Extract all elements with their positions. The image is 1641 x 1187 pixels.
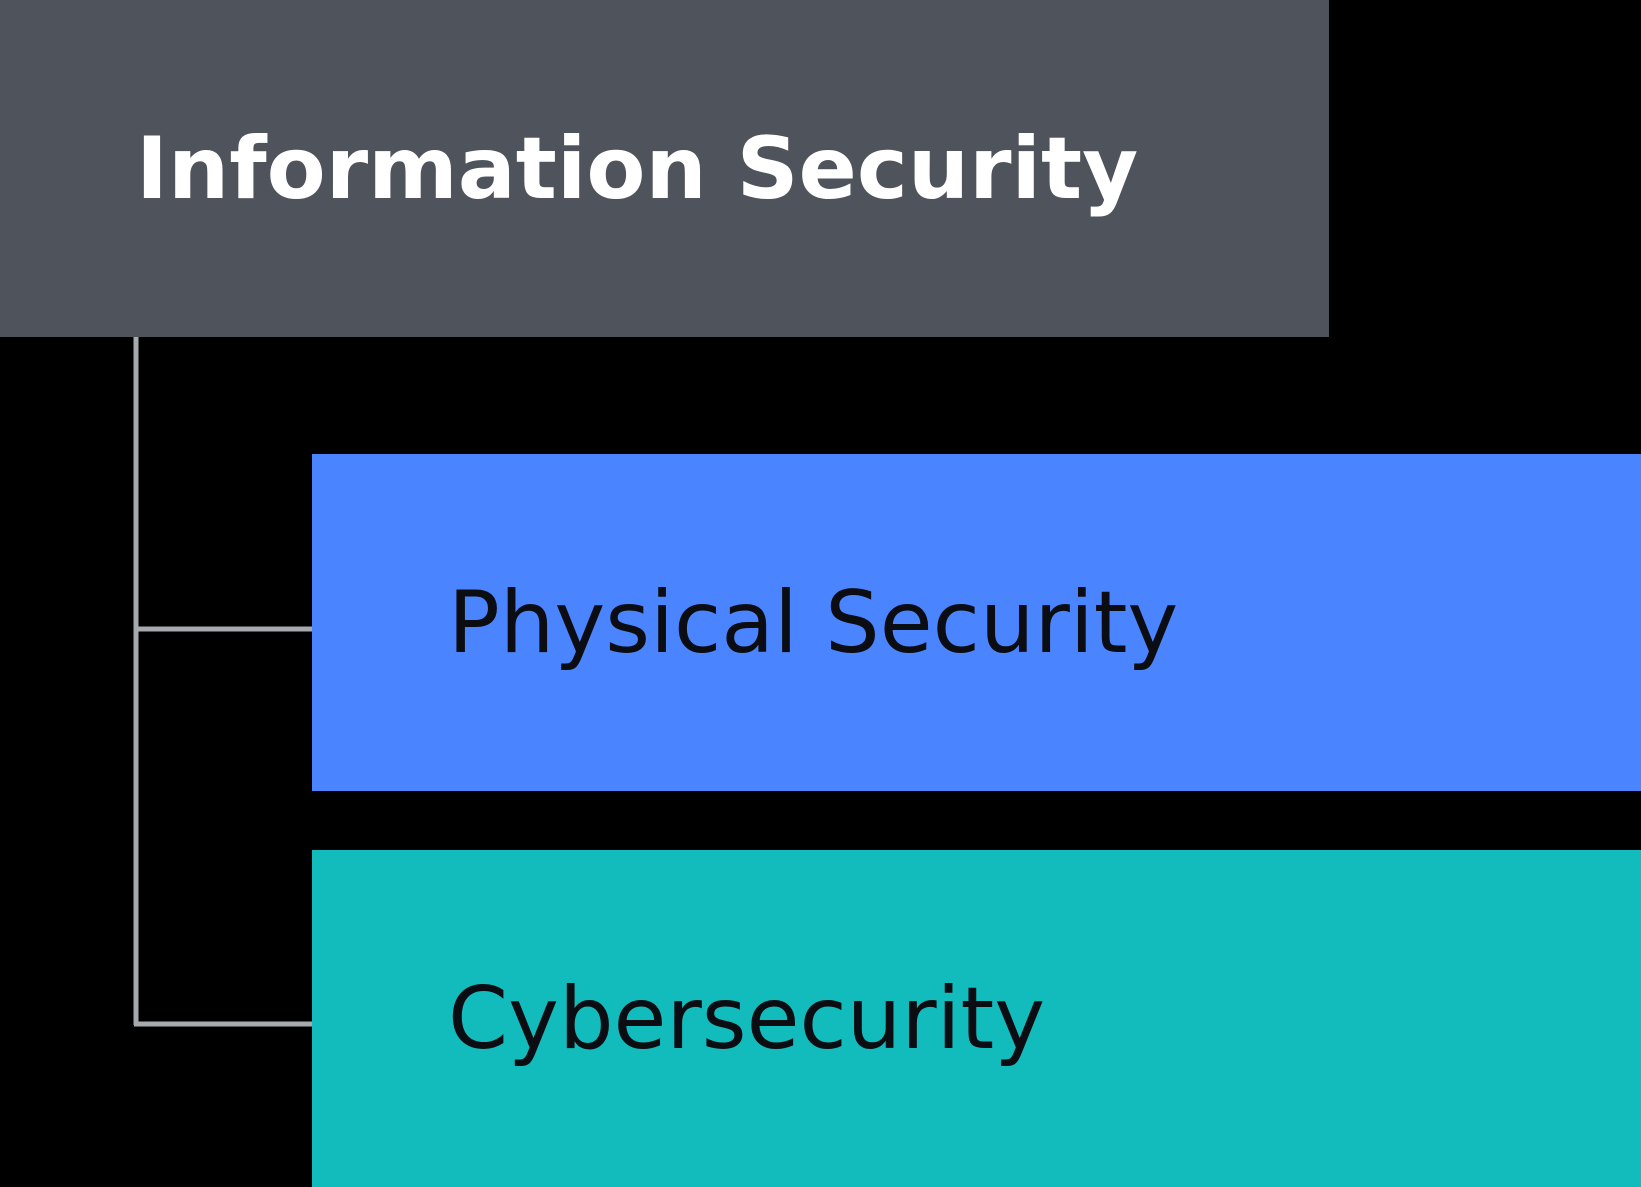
node-physical-security: Physical Security (312, 454, 1641, 791)
node-label-information-security: Information Security (136, 118, 1139, 219)
node-label-cybersecurity: Cybersecurity (448, 968, 1046, 1069)
node-label-physical-security: Physical Security (448, 572, 1179, 673)
node-information-security: Information Security (0, 0, 1329, 337)
node-cybersecurity: Cybersecurity (312, 850, 1641, 1187)
